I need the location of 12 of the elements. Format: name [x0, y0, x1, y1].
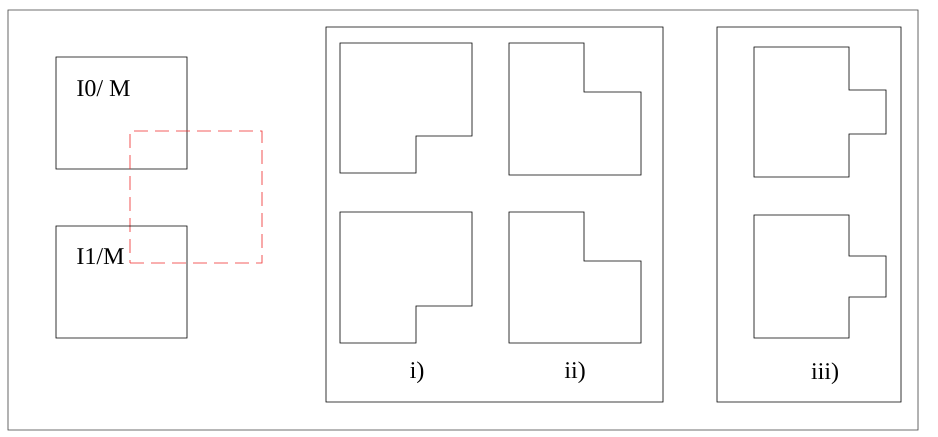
- l-shaped-box: [508, 42, 642, 176]
- labeled-box: I1/M: [56, 226, 188, 338]
- tabbed-box: [754, 46, 886, 178]
- labeled-box: I0/ M: [56, 56, 188, 170]
- tabbed-box: [754, 214, 886, 338]
- l-shaped-box: [340, 42, 472, 174]
- dashed-box: [130, 130, 262, 264]
- panel-caption: i): [410, 361, 424, 384]
- panel-caption: iii): [812, 362, 838, 384]
- panel-caption: ii): [564, 361, 585, 384]
- l-shaped-box: [340, 212, 472, 344]
- l-shaped-box: [508, 212, 642, 344]
